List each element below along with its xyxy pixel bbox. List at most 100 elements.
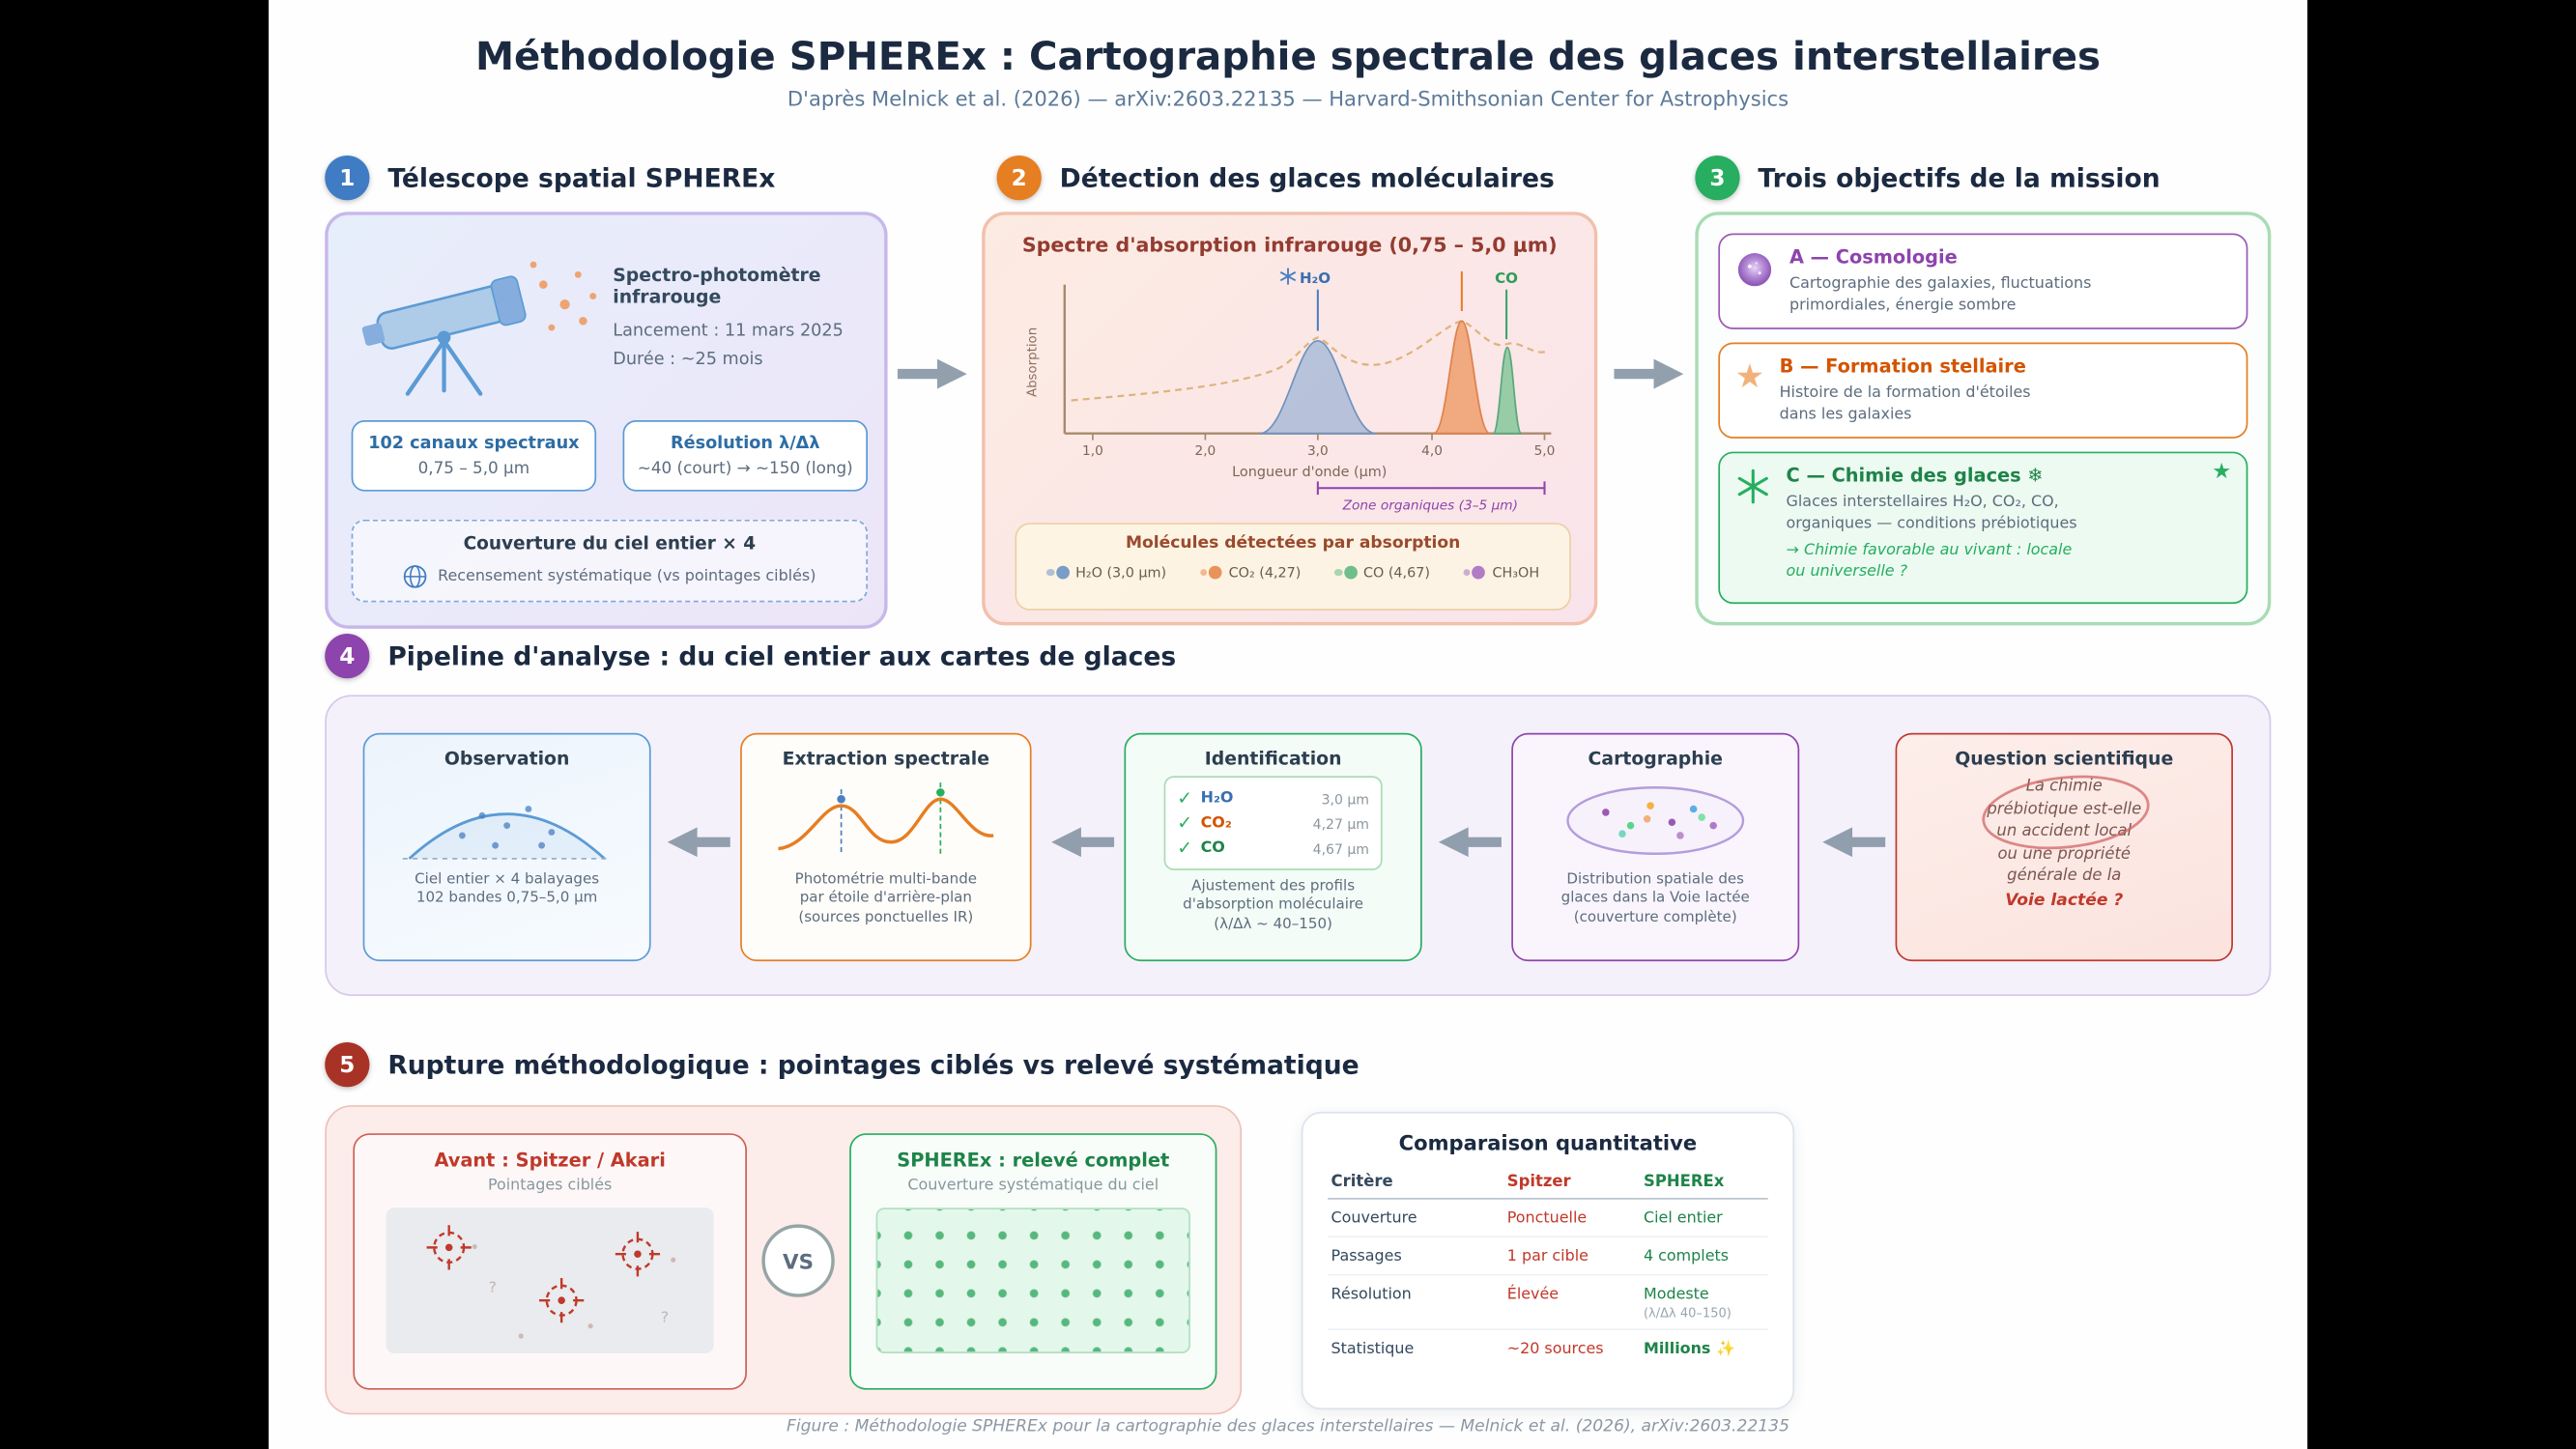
stat-resolution: Résolution λ/Δλ ~40 (court) → ~150 (long… [622,420,868,492]
science-question-text: La chimie prébiotique est-elle un accide… [1987,777,2142,887]
before-subtitle: Pointages ciblés [487,1176,613,1195]
identification-row: ✓ H₂O 3,0 μm [1177,787,1369,809]
molecule-name: CO [1200,838,1225,858]
unknown-region-mark: ? [660,1310,670,1327]
objective-star-formation: ★ B — Formation stellaire Histoire de la… [1718,342,2248,440]
objectives-card: A — Cosmologie Cartographie des galaxies… [1695,212,2272,626]
tick-label: 5,0 [1534,443,1556,459]
instrument-info: Spectro-photomètre infrarouge Lancement … [613,265,887,377]
page-title: Méthodologie SPHEREx : Cartographie spec… [475,33,2102,80]
legend-label: CH₃OH [1492,564,1540,582]
galaxy-map-icon [1566,786,1745,855]
chart-title: Spectre d'absorption infrarouge (0,75 – … [1021,233,1558,257]
y-axis-label: Absorption [1026,327,1041,397]
section3-number-badge: 3 [1695,155,1740,201]
cell-criterion: Résolution [1328,1274,1504,1331]
tick-label: 2,0 [1194,443,1216,459]
galaxy-icon [1737,253,1772,287]
after-panel: SPHEREx : relevé complet Couverture syst… [849,1133,1217,1390]
header-spherex: SPHEREx [1640,1166,1768,1200]
objective-ice-chemistry: C — Chimie des glaces ❄ Glaces interstel… [1718,451,2248,605]
absorption-spectrum-chart: H₂O CO Absorption 1,0 2,0 3,0 4,0 5,0 [1026,268,1556,514]
identification-row: ✓ CO₂ 4,27 μm [1177,812,1369,834]
identification-list: ✓ H₂O 3,0 μm ✓ CO₂ 4,27 μm ✓ CO 4,67 μm [1163,776,1383,870]
spectrum-card: Spectre d'absorption infrarouge (0,75 – … [982,212,1598,626]
globe-icon [404,565,427,588]
coverage-card: Couverture du ciel entier × 4 Recensemen… [351,519,868,603]
snowflake-icon [1737,469,1768,504]
target-icon [539,1278,585,1323]
objective-a-title: A — Cosmologie [1789,246,1958,269]
pipeline-step-title: Cartographie [1588,748,1723,770]
identification-row: ✓ CO 4,67 μm [1177,838,1369,859]
header-spitzer: Spitzer [1503,1166,1641,1200]
star-icon: ★ [1734,355,1765,396]
section2-number-badge: 2 [996,155,1042,201]
target-icon [426,1225,472,1270]
stat-value: ~40 (court) → ~150 (long) [637,460,853,478]
pipeline-step-body: Ajustement des profils d'absorption molé… [1183,878,1364,933]
snowflake-mini-icon [1279,268,1297,285]
stats-row: 102 canaux spectraux 0,75 – 5,0 μm Résol… [351,420,868,492]
cell-criterion: Passages [1328,1236,1504,1276]
coverage-note: Recensement systématique (vs pointages c… [438,567,816,586]
cell-spherex: Ciel entier [1640,1198,1768,1238]
before-title: Avant : Spitzer / Akari [434,1150,666,1172]
molecule-dot-icon [1463,565,1486,580]
table-header-row: Critère Spitzer SPHEREx [1328,1166,1768,1200]
cell-spherex: Modeste (λ/Δλ 40–150) [1640,1274,1768,1331]
section3-header: 3 Trois objectifs de la mission [1695,155,2161,201]
arrow-right-icon [897,358,967,389]
mission-duration: Durée : ~25 mois [613,349,763,369]
co-peak-label: CO [1495,270,1518,287]
pipeline-container: Observation Ciel entier × 4 balayages 10… [325,695,2272,997]
cell-spherex: 4 complets [1640,1236,1768,1276]
after-title: SPHEREx : relevé complet [897,1150,1170,1172]
check-icon: ✓ [1177,787,1193,810]
legend-item-h2o: H₂O (3,0 μm) [1046,564,1166,581]
launch-date: Lancement : 11 mars 2025 [613,321,844,341]
molecule-wavelength: 3,0 μm [1321,789,1369,807]
page-subtitle: D'après Melnick et al. (2026) — arXiv:26… [787,87,1789,111]
check-icon: ✓ [1177,837,1193,859]
after-subtitle: Couverture systématique du ciel [907,1176,1159,1195]
cell-spherex: Millions ✨ [1643,1339,1735,1358]
comparison-table-card: Comparaison quantitative Critère Spitzer… [1301,1111,1795,1410]
molecule-legend: Molécules détectées par absorption H₂O (… [1015,523,1571,611]
x-axis-label: Longueur d'onde (μm) [1232,465,1387,480]
legend-label: H₂O (3,0 μm) [1075,564,1167,582]
h2o-peak [1259,339,1376,435]
molecule-dot-icon [1199,565,1222,580]
legend-item-co: CO (4,67) [1333,564,1430,581]
pipeline-identification: Identification ✓ H₂O 3,0 μm ✓ CO₂ 4,27 μ… [1124,732,1422,962]
resolution-note: (λ/Δλ 40–150) [1643,1304,1732,1320]
cell-spitzer: 1 par cible [1503,1236,1641,1276]
legend-label: CO₂ (4,27) [1228,564,1302,582]
telescope-card: Spectro-photomètre infrarouge Lancement … [325,212,888,629]
objective-b-body: Histoire de la formation d'étoiles dans … [1779,384,2031,423]
section3-title: Trois objectifs de la mission [1758,162,2161,193]
section4-title: Pipeline d'analyse : du ciel entier aux … [387,640,1177,671]
cell-spitzer: ~20 sources [1506,1339,1604,1358]
figure: Méthodologie SPHEREx : Cartographie spec… [269,0,2307,1449]
comparison-table: Critère Spitzer SPHEREx Couverture Ponct… [1328,1166,1768,1366]
legend-item-co2: CO₂ (4,27) [1199,564,1302,582]
star-icon: ★ [2212,460,2232,486]
pipeline-step-body: Distribution spatiale des glaces dans la… [1560,871,1750,926]
before-panel: Avant : Spitzer / Akari Pointages ciblés [353,1133,747,1390]
pipeline-step-title: Observation [444,748,570,770]
cell-value: Modeste [1643,1284,1709,1303]
stat-title: 102 canaux spectraux [368,433,580,454]
section5-header: 5 Rupture méthodologique : pointages cib… [325,1042,1360,1088]
pipeline-step-body: Photométrie multi-bande par étoile d'arr… [794,871,978,926]
table-row: Couverture Ponctuelle Ciel entier [1328,1198,1768,1238]
objective-a-body: Cartographie des galaxies, fluctuations … [1789,274,2092,314]
cell-criterion: Couverture [1328,1198,1504,1238]
section1-header: 1 Télescope spatial SPHEREx [325,155,775,201]
infographic-canvas: Méthodologie SPHEREx : Cartographie spec… [269,0,2307,1449]
table-row: Passages 1 par cible 4 complets [1328,1236,1768,1276]
arrow-right-icon [1614,358,1684,389]
section2-title: Détection des glaces moléculaires [1059,162,1555,193]
arrow-left-icon [1822,827,1886,858]
cell-spitzer: Ponctuelle [1503,1198,1641,1238]
